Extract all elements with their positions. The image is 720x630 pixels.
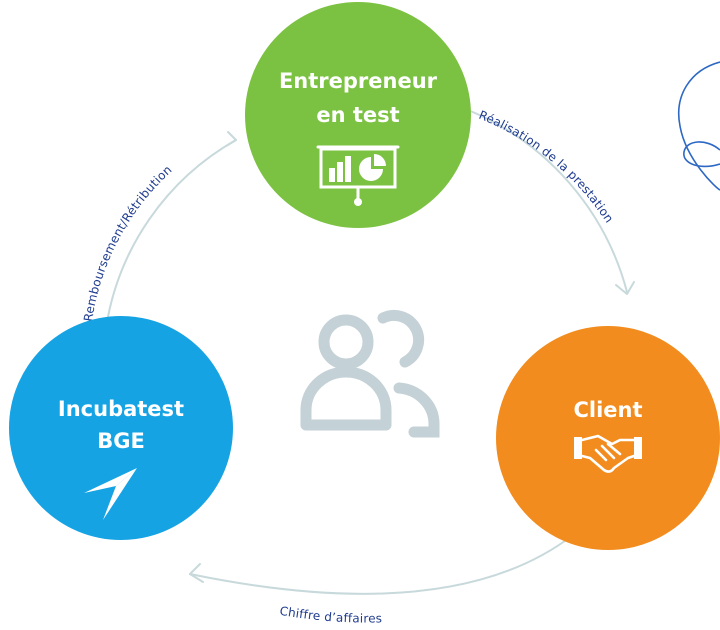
cycle-arc-right (467, 109, 628, 293)
node-incubatest-title-line2: BGE (97, 429, 145, 453)
node-entrepreneur-title-line2: en test (316, 103, 399, 127)
node-client: Client (496, 326, 720, 550)
presentation-chart-icon (316, 145, 400, 206)
node-incubatest-title-line1: Incubatest (58, 397, 184, 421)
cycle-arc-bottom (189, 534, 574, 595)
flow-label-remboursement: Remboursement/Rétribution (81, 162, 175, 322)
flow-label-realisation: Réalisation de la prestation (477, 108, 616, 226)
handshake-icon (574, 434, 642, 473)
corner-doodle (678, 61, 720, 191)
arrow-head-bottom (189, 563, 204, 583)
paper-plane-icon (84, 468, 137, 520)
node-incubatest: Incubatest BGE (9, 316, 233, 540)
node-client-circle (496, 326, 720, 550)
arrow-head-left (225, 131, 237, 147)
arrow-head-right (615, 281, 635, 295)
node-entrepreneur-title-line1: Entrepreneur (279, 69, 438, 93)
node-incubatest-circle (9, 316, 233, 540)
node-entrepreneur: Entrepreneur en test (245, 2, 471, 228)
node-client-title: Client (573, 398, 642, 422)
node-entrepreneur-circle (245, 2, 471, 228)
flow-label-chiffre: Chiffre d’affaires (279, 604, 383, 626)
users-icon (300, 309, 440, 438)
cycle-arc-left (105, 139, 237, 329)
